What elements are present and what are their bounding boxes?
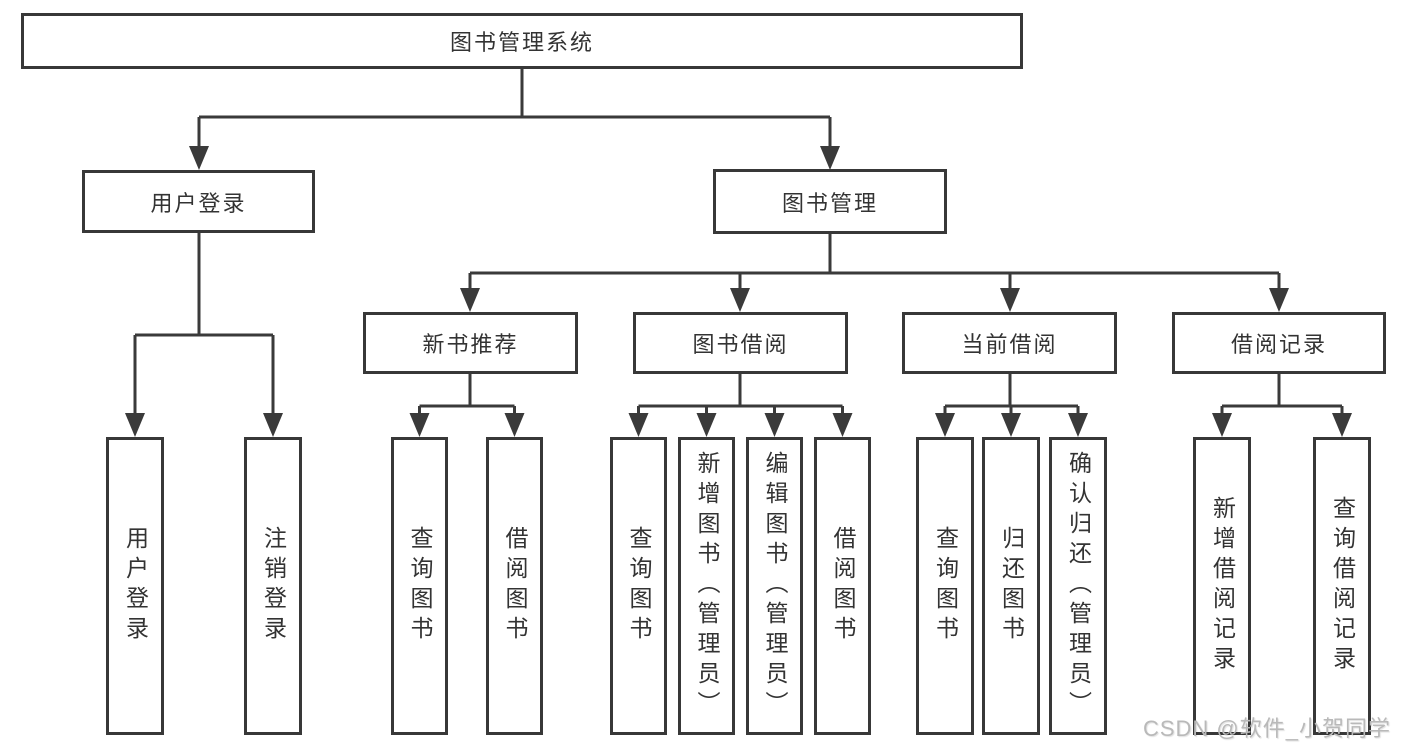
node-nb-borrow-books: 借阅图书 xyxy=(486,437,543,735)
node-current-borrowing: 当前借阅 xyxy=(902,312,1117,374)
node-bb-edit-books-admin: 编辑图书（管理员） xyxy=(746,437,803,735)
node-logout: 注销登录 xyxy=(244,437,302,735)
node-cb-query-books: 查询图书 xyxy=(916,437,974,735)
node-bb-add-books-admin: 新增图书（管理员） xyxy=(678,437,735,735)
node-cb-return-books: 归还图书 xyxy=(982,437,1040,735)
node-user-login-leaf: 用户登录 xyxy=(106,437,164,735)
node-bb-borrow-books: 借阅图书 xyxy=(814,437,871,735)
node-br-add-record: 新增借阅记录 xyxy=(1193,437,1251,735)
node-cb-confirm-return-admin: 确认归还（管理员） xyxy=(1049,437,1107,735)
node-new-book-recommendation: 新书推荐 xyxy=(363,312,578,374)
node-borrowing-records: 借阅记录 xyxy=(1172,312,1386,374)
node-nb-query-books: 查询图书 xyxy=(391,437,448,735)
node-library-system: 图书管理系统 xyxy=(21,13,1023,69)
node-book-management: 图书管理 xyxy=(713,169,947,234)
node-user-login: 用户登录 xyxy=(82,170,315,233)
csdn-watermark: CSDN @软件_小贺同学 xyxy=(1142,716,1391,741)
node-br-query-record: 查询借阅记录 xyxy=(1313,437,1371,735)
node-bb-query-books: 查询图书 xyxy=(610,437,667,735)
node-book-borrowing: 图书借阅 xyxy=(633,312,848,374)
